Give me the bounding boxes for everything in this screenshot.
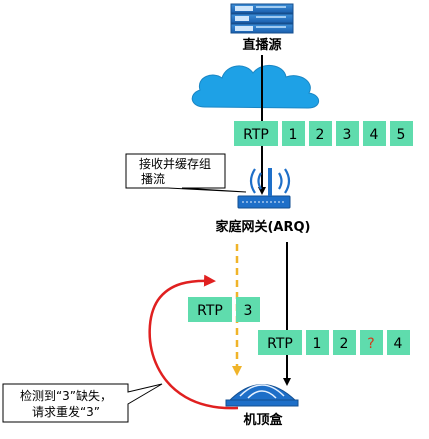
packet-number: 1 xyxy=(313,336,322,352)
packet-number: 2 xyxy=(316,127,325,143)
packet-number: 5 xyxy=(397,127,406,143)
packet-cell xyxy=(336,121,359,146)
gateway-note-line: 播流 xyxy=(141,172,165,186)
packet-cell xyxy=(390,121,413,146)
downstream-packet-row: RTP 1 2 ? 4 xyxy=(258,330,410,355)
gateway-label: 家庭网关(ARQ) xyxy=(215,219,310,235)
source-label: 直播源 xyxy=(242,37,281,53)
gateway-callout: 接收并缓存组 播流 xyxy=(125,153,247,193)
packet-cell xyxy=(306,330,329,355)
packet-cell xyxy=(309,121,332,146)
server-rack-icon xyxy=(230,3,294,34)
missing-packet-marker: ? xyxy=(367,336,374,352)
packet-rtp-label: RTP xyxy=(243,127,269,143)
packet-number: 3 xyxy=(244,303,253,319)
upstream-packet-row: RTP 1 2 3 4 5 xyxy=(234,121,413,146)
stb-callout: 检测到“3”缺失， 请求重发“3” xyxy=(2,383,163,423)
packet-number: 1 xyxy=(289,127,298,143)
packet-cell xyxy=(360,330,383,355)
packet-cell xyxy=(234,121,278,146)
packet-number: 4 xyxy=(370,127,379,143)
packet-cell xyxy=(188,297,232,322)
packet-number: 3 xyxy=(343,127,352,143)
packet-number: 2 xyxy=(340,336,349,352)
packet-cell xyxy=(258,330,302,355)
packet-cell xyxy=(387,330,410,355)
stb-note-line: 检测到“3”缺失， xyxy=(20,388,112,403)
stb-label: 机顶盒 xyxy=(243,412,283,428)
retransmit-packet: RTP 3 xyxy=(188,297,260,322)
wireless-router-icon xyxy=(237,168,291,209)
packet-number: 4 xyxy=(394,336,403,352)
packet-cell xyxy=(333,330,356,355)
packet-cell xyxy=(282,121,305,146)
set-top-box-icon xyxy=(225,384,299,407)
stb-note-line: 请求重发“3” xyxy=(32,404,100,419)
gateway-note-line: 接收并缓存组 xyxy=(139,156,211,171)
packet-cell xyxy=(363,121,386,146)
packet-rtp-label: RTP xyxy=(267,336,293,352)
packet-cell xyxy=(236,297,260,322)
cloud-icon xyxy=(191,65,320,109)
packet-rtp-label: RTP xyxy=(197,303,223,319)
retransmit-request-arrow xyxy=(148,274,239,410)
